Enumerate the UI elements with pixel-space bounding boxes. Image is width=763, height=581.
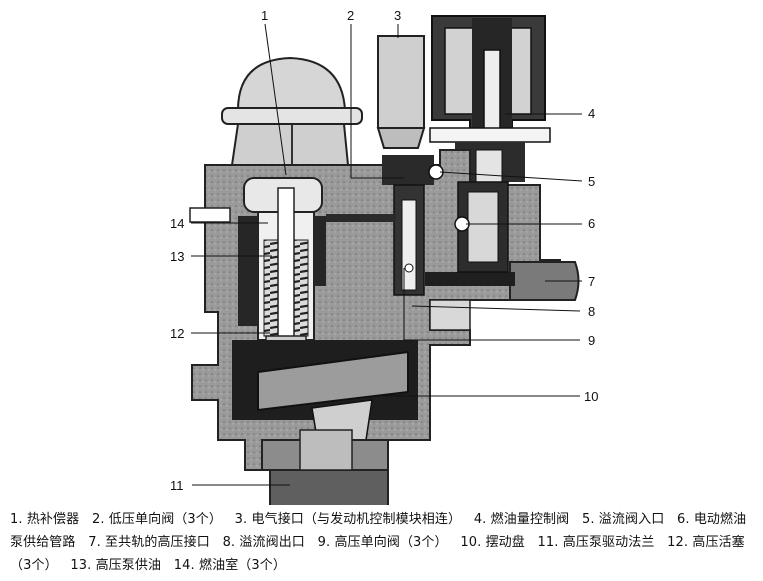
callout-10: 10 — [584, 389, 598, 404]
caption-item: 2. 低压单向阀（3个） — [91, 512, 222, 527]
caption-item: 3. 电气接口（与发动机控制模块相连） — [234, 512, 462, 527]
thermal-compensator — [221, 56, 363, 166]
caption-item: 7. 至共轨的高压接口 — [88, 535, 210, 550]
caption-item: 14. 燃油室（3个） — [173, 558, 286, 573]
electrical-connector — [376, 35, 426, 149]
callout-6: 6 — [588, 216, 595, 231]
caption-item: 1. 热补偿器 — [10, 512, 80, 527]
leader-lines — [191, 23, 583, 486]
callout-4: 4 — [588, 106, 595, 121]
caption-item: 13. 高压泵供油 — [70, 558, 162, 573]
pump-cross-section-diagram: 1 2 3 4 5 6 7 8 9 10 11 12 13 14 — [170, 8, 598, 505]
caption-item: 4. 燃油量控制阀 — [473, 512, 570, 527]
caption-item: 6. 电动燃油泵供给管路 — [10, 512, 747, 550]
caption-item: 9. 高压单向阀（3个） — [317, 535, 448, 550]
callout-9: 9 — [588, 333, 595, 348]
callout-8: 8 — [588, 304, 595, 319]
caption-item: 11. 高压泵驱动法兰 — [537, 535, 655, 550]
callout-2: 2 — [347, 8, 354, 23]
callout-14: 14 — [170, 216, 184, 231]
caption-item: 12. 高压活塞（3个） — [10, 535, 745, 573]
callout-numbers: 1 2 3 4 5 6 7 8 9 10 11 12 13 14 — [170, 8, 598, 493]
callout-7: 7 — [588, 274, 595, 289]
callout-3: 3 — [394, 8, 401, 23]
callout-13: 13 — [170, 249, 184, 264]
callout-1: 1 — [261, 8, 268, 23]
figure-caption: 1. 热补偿器 2. 低压单向阀（3个） 3. 电气接口（与发动机控制模块相连）… — [10, 508, 755, 577]
caption-item: 8. 溢流阀出口 — [222, 535, 305, 550]
drive-flange — [261, 429, 389, 505]
caption-item: 10. 摆动盘 — [460, 535, 525, 550]
high-pressure-outlet — [425, 261, 580, 301]
caption-item: 5. 溢流阀入口 — [581, 512, 665, 527]
callout-12: 12 — [170, 326, 184, 341]
overflow-valve — [428, 164, 509, 273]
callout-11: 11 — [170, 478, 184, 493]
check-valve-column — [326, 155, 434, 296]
callout-5: 5 — [588, 174, 595, 189]
